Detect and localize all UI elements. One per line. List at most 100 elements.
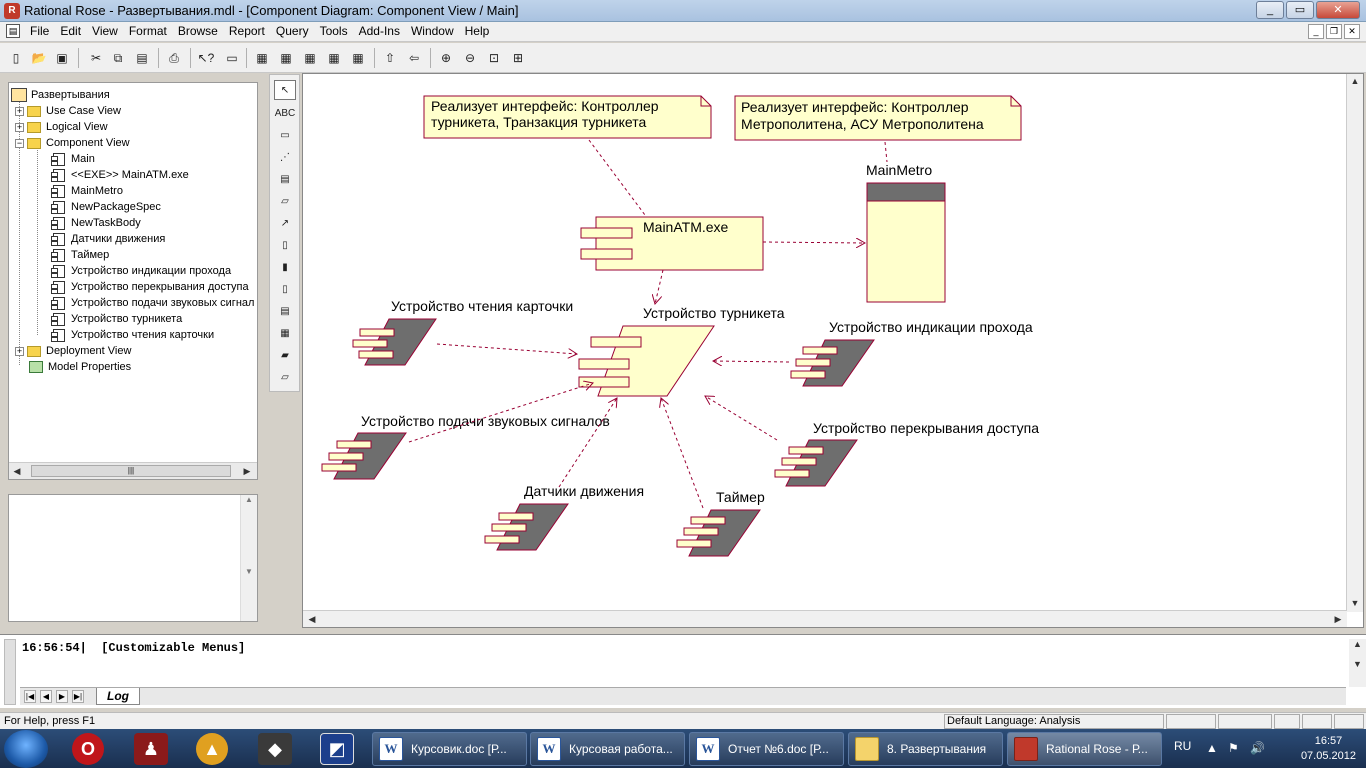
tree-item-turnstile[interactable]: Устройство турникета — [51, 311, 182, 327]
main-program-tool-icon[interactable]: ▯ — [282, 239, 288, 251]
print-icon[interactable]: ⎙ — [169, 50, 179, 65]
menu-window[interactable]: Window — [410, 24, 454, 38]
browse-deployment-icon[interactable]: ▦ — [328, 51, 340, 65]
documentation-pane[interactable]: ▲▼ — [8, 494, 258, 622]
aimp-icon[interactable]: ▲ — [196, 733, 228, 765]
menu-file[interactable]: File — [30, 24, 50, 38]
package-body-tool-icon[interactable]: ▦ — [280, 327, 290, 339]
subprogram-spec-tool-icon[interactable]: ▮ — [282, 261, 288, 273]
next-tab-icon[interactable]: ▶ — [56, 690, 68, 703]
expand-icon[interactable]: + — [15, 345, 24, 356]
tree-use-case-view[interactable]: + Use Case View — [15, 105, 121, 117]
task-rational-rose[interactable]: Rational Rose - Р... — [1007, 732, 1162, 766]
component-tool-icon[interactable]: ▤ — [280, 173, 290, 185]
component-diagram-canvas[interactable]: Реализует интерфейс: Контроллер турникет… — [302, 73, 1364, 628]
tree-component-view[interactable]: − Component View — [15, 137, 130, 149]
open-icon[interactable]: 📂 — [31, 51, 47, 65]
browse-parent-icon[interactable]: ▦ — [352, 51, 364, 65]
menu-browse[interactable]: Browse — [177, 24, 218, 38]
tree-logical-view[interactable]: + Logical View — [15, 121, 108, 133]
task-kursovaya[interactable]: W Курсовая работа... — [530, 732, 685, 766]
fit-window-icon[interactable]: ⊡ — [488, 51, 500, 65]
diagram-app-icon[interactable]: ◩ — [320, 733, 354, 765]
first-tab-icon[interactable]: |◀ — [24, 690, 36, 703]
volume-icon[interactable]: 🔊 — [1250, 741, 1265, 755]
subprogram-body-tool-icon[interactable]: ▯ — [282, 283, 288, 295]
scroll-left-icon[interactable]: ◀ — [13, 466, 21, 476]
package-tool-icon[interactable]: ▱ — [281, 195, 289, 207]
tree-item-access-block[interactable]: Устройство перекрывания доступа — [51, 279, 249, 295]
copy-icon[interactable]: ⧉ — [113, 50, 123, 65]
context-help-icon[interactable]: ↖? — [197, 51, 215, 65]
tree-item-main[interactable]: Main — [51, 151, 95, 167]
doc-vertical-scrollbar[interactable]: ▲▼ — [240, 495, 257, 621]
scroll-right-icon[interactable]: ▶ — [1334, 614, 1342, 624]
tree-item-timer[interactable]: Таймер — [51, 247, 109, 263]
device-pass-indicator[interactable]: Устройство индикации прохода — [790, 319, 1033, 387]
device-access-block[interactable]: Устройство перекрывания доступа — [774, 420, 1039, 487]
device-motion-sensors[interactable]: Датчики движения — [484, 483, 644, 551]
expand-icon[interactable]: + — [15, 121, 24, 132]
close-button[interactable]: ✕ — [1316, 1, 1360, 19]
last-tab-icon[interactable]: ▶| — [72, 690, 84, 703]
mdi-restore-button[interactable]: ❐ — [1326, 24, 1342, 39]
maximize-button[interactable]: ▭ — [1286, 1, 1314, 19]
tree-deployment-view[interactable]: + Deployment View — [15, 345, 132, 357]
minimize-button[interactable]: _ — [1256, 1, 1284, 19]
tree-item-newtaskbody[interactable]: NewTaskBody — [51, 215, 141, 231]
diagram-vertical-scrollbar[interactable]: ▲ ▼ — [1346, 74, 1363, 612]
device-sound-signals[interactable]: Устройство подачи звуковых сигналов — [321, 413, 610, 480]
start-button[interactable] — [4, 730, 48, 768]
task-folder[interactable]: 8. Развертывания — [848, 732, 1003, 766]
browse-class-icon[interactable]: ▦ — [256, 51, 268, 65]
scroll-up-icon[interactable]: ▲ — [1350, 76, 1360, 86]
component-mainatm[interactable]: MainATM.exe — [580, 216, 764, 271]
expand-icon[interactable]: + — [15, 105, 24, 116]
tree-item-sound-signals[interactable]: Устройство подачи звуковых сигнал — [51, 295, 254, 311]
menu-tools[interactable]: Tools — [319, 24, 348, 38]
menu-report[interactable]: Report — [228, 24, 265, 38]
save-icon[interactable]: ▣ — [56, 51, 68, 65]
note-metro-interfaces[interactable]: Реализует интерфейс: Контроллер Метропол… — [734, 95, 1022, 141]
paste-icon[interactable]: ▤ — [136, 51, 148, 65]
task-otchet[interactable]: W Отчет №6.doc [Р... — [689, 732, 844, 766]
network-icon[interactable]: ⚑ — [1228, 741, 1239, 755]
anchor-tool-icon[interactable]: ⋰ — [280, 151, 290, 163]
language-indicator[interactable]: RU — [1174, 739, 1192, 753]
zoom-in-icon[interactable]: ⊕ — [440, 51, 452, 65]
selection-tool-icon[interactable]: ↖ — [274, 80, 296, 100]
task-body-tool-icon[interactable]: ▱ — [281, 371, 289, 383]
scroll-right-icon[interactable]: ▶ — [243, 466, 251, 476]
helmet-icon[interactable]: ◆ — [258, 733, 292, 765]
browse-previous-icon[interactable]: ⇧ — [384, 51, 396, 65]
note-tool-icon[interactable]: ▭ — [280, 129, 290, 141]
mdi-close-button[interactable]: ✕ — [1344, 24, 1360, 39]
log-vertical-scrollbar[interactable]: ▲▼ — [1349, 639, 1366, 687]
tree-item-motion-sensors[interactable]: Датчики движения — [51, 231, 165, 247]
tree-item-mainmetro[interactable]: MainMetro — [51, 183, 123, 199]
component-turnstile-device[interactable]: Устройство турникета — [578, 305, 785, 397]
package-spec-tool-icon[interactable]: ▤ — [280, 305, 290, 317]
cut-icon[interactable]: ✂ — [90, 51, 102, 65]
show-hidden-icon[interactable]: ▲ — [1206, 741, 1218, 755]
menu-format[interactable]: Format — [128, 24, 167, 38]
mdi-minimize-button[interactable]: _ — [1308, 24, 1324, 39]
menu-add-ins[interactable]: Add-Ins — [358, 24, 400, 38]
device-card-reader[interactable]: Устройство чтения карточки — [352, 298, 573, 366]
tree-root[interactable]: Развертывания — [11, 87, 110, 103]
tree-item-newpackagespec[interactable]: NewPackageSpec — [51, 199, 161, 215]
zoom-out-icon[interactable]: ⊖ — [464, 51, 476, 65]
scroll-down-icon[interactable]: ▼ — [1350, 598, 1360, 608]
browse-interaction-icon[interactable]: ▦ — [280, 51, 292, 65]
collapse-icon[interactable]: − — [15, 137, 24, 148]
tree-item-card-reader[interactable]: Устройство чтения карточки — [51, 327, 214, 343]
tree-item-mainatm[interactable]: <<EXE>> MainATM.exe — [51, 167, 189, 183]
view-doc-icon[interactable]: ▭ — [226, 51, 238, 65]
task-kursovik[interactable]: W Курсовик.doc [Р... — [372, 732, 527, 766]
app-icon[interactable]: ♟ — [134, 733, 168, 765]
prev-tab-icon[interactable]: ◀ — [40, 690, 52, 703]
menu-edit[interactable]: Edit — [60, 24, 82, 38]
tree-item-pass-indicator[interactable]: Устройство индикации прохода — [51, 263, 231, 279]
back-arrow-icon[interactable]: ⇦ — [408, 51, 420, 65]
new-icon[interactable]: ▯ — [12, 51, 20, 65]
